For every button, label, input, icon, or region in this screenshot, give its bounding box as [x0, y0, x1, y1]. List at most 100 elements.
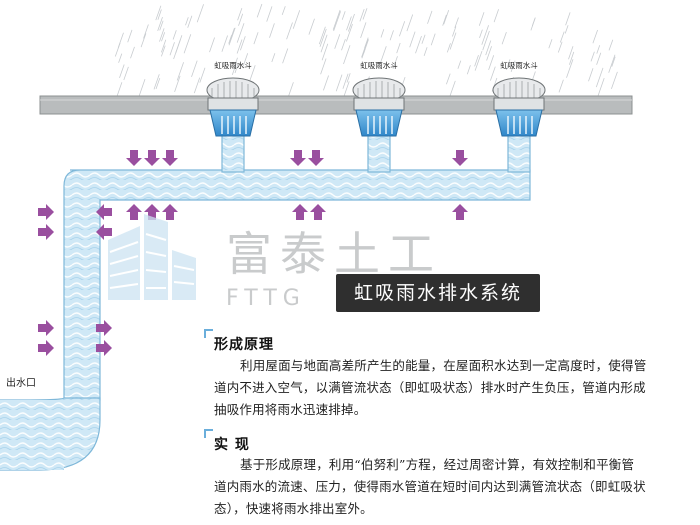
rain-streak: [174, 75, 181, 93]
rain-streak: [196, 4, 204, 23]
rain-streak: [127, 29, 133, 43]
rain-streak: [199, 67, 206, 83]
rain-streak: [236, 39, 243, 54]
rain-streak: [229, 27, 235, 41]
implementation-line-2: 道内雨水的流速、压力，使得雨水管道在短时间内达到满管流状态（即虹吸状: [214, 479, 646, 494]
rain-streak: [318, 26, 326, 45]
arrow-group-up-2: [292, 204, 326, 220]
rain-streak: [282, 48, 289, 64]
rain-streak: [399, 21, 406, 37]
rain-streak: [379, 46, 387, 66]
rain-streak: [430, 33, 436, 46]
rain-streak: [346, 73, 351, 83]
rain-streak: [114, 42, 121, 57]
rain-streak: [566, 59, 574, 78]
rain-streak: [183, 34, 192, 54]
rain-streak: [530, 18, 536, 31]
rain-streak: [557, 41, 563, 53]
rain-streak: [479, 29, 483, 39]
rain-streak: [510, 60, 516, 73]
brand-watermark-cn: 富泰土工: [226, 227, 442, 281]
rain-streak: [271, 53, 276, 63]
rain-streak: [608, 54, 616, 73]
rain-streak: [415, 35, 422, 54]
rain-streak: [234, 63, 239, 74]
rain-streak: [558, 79, 564, 93]
principle-line-3: 抽吸作用将雨水迅速排掉。: [214, 402, 367, 417]
siphon-drain-2: [352, 77, 406, 137]
rain-streak: [172, 30, 177, 40]
rain-streak: [452, 26, 457, 37]
rain-streak: [187, 15, 193, 28]
rain-streak: [193, 77, 201, 94]
rain-streak: [346, 23, 353, 42]
rain-streak: [478, 12, 485, 26]
section-title-implementation: 实 现: [214, 437, 250, 453]
rain-streak: [466, 65, 471, 75]
rain-streak: [565, 12, 571, 26]
rain-streak: [209, 37, 215, 53]
siphon-drain-3: [492, 77, 546, 137]
rain-streak: [238, 13, 244, 26]
rain-streak: [481, 25, 489, 45]
banner-title: 虹吸雨水排水系统: [336, 274, 540, 312]
outlet-label: 出水口: [6, 378, 36, 389]
rain-streak: [443, 9, 450, 25]
rain-streak: [334, 34, 341, 49]
rain-streak: [564, 25, 569, 34]
rain-streak: [506, 59, 511, 71]
rain-streak: [233, 57, 238, 68]
rain-streak: [596, 45, 601, 54]
rain-streak: [191, 60, 198, 78]
rain-streak: [341, 38, 346, 51]
rain-streak: [389, 30, 394, 41]
rain-streak: [611, 71, 618, 90]
rain-streak: [608, 39, 614, 51]
rain-streak: [321, 43, 329, 61]
rain-streak: [482, 30, 490, 51]
rain-streak: [457, 60, 462, 69]
rain-streak: [592, 29, 598, 44]
rain-streak: [474, 50, 483, 71]
rain-streak: [488, 55, 495, 71]
rain-streak: [320, 58, 327, 75]
rain-streak: [231, 63, 237, 76]
outlet-pool: [0, 400, 64, 470]
rain-streak: [169, 42, 175, 56]
rain-streak: [157, 9, 162, 20]
pressure-arrows: [38, 150, 468, 356]
rain-streak: [157, 16, 163, 32]
rain-streak: [240, 36, 246, 51]
arrow-group-up-1: [126, 204, 178, 220]
rain-streaks: [114, 3, 618, 101]
rain-streak: [323, 75, 329, 91]
rain-streak: [548, 39, 553, 49]
principle-line-1: 利用屋面与地面高差所产生的能量，在屋面积水达到一定高度时，使得管: [240, 358, 647, 373]
rain-streak: [266, 6, 273, 22]
rain-streak: [446, 73, 451, 85]
rain-streak: [286, 22, 293, 40]
rain-streak: [590, 51, 595, 62]
rain-streak: [343, 45, 351, 65]
rain-streak: [346, 16, 352, 31]
rain-streak: [490, 66, 496, 81]
rain-streak: [454, 17, 459, 29]
rain-streak: [221, 35, 228, 52]
building-logo-watermark: [108, 214, 196, 300]
rain-streak: [118, 53, 123, 63]
rain-streak: [159, 28, 165, 42]
rain-streak: [380, 29, 385, 38]
rain-streak: [335, 74, 343, 92]
rain-streak: [559, 31, 565, 43]
section-body-principle: 利用屋面与地面高差所产生的能量，在屋面积水达到一定高度时，使得管 道内不进入空气…: [214, 355, 690, 421]
rain-streak: [123, 66, 129, 81]
implementation-line-3: 态），快速将雨水排出室外。: [214, 501, 373, 516]
rain-streak: [493, 9, 499, 23]
rain-streak: [242, 53, 249, 67]
rain-streak: [360, 22, 367, 39]
rain-streak: [392, 56, 398, 70]
rain-streak: [333, 11, 341, 32]
rain-streak: [175, 35, 183, 54]
rain-streak: [119, 64, 125, 79]
